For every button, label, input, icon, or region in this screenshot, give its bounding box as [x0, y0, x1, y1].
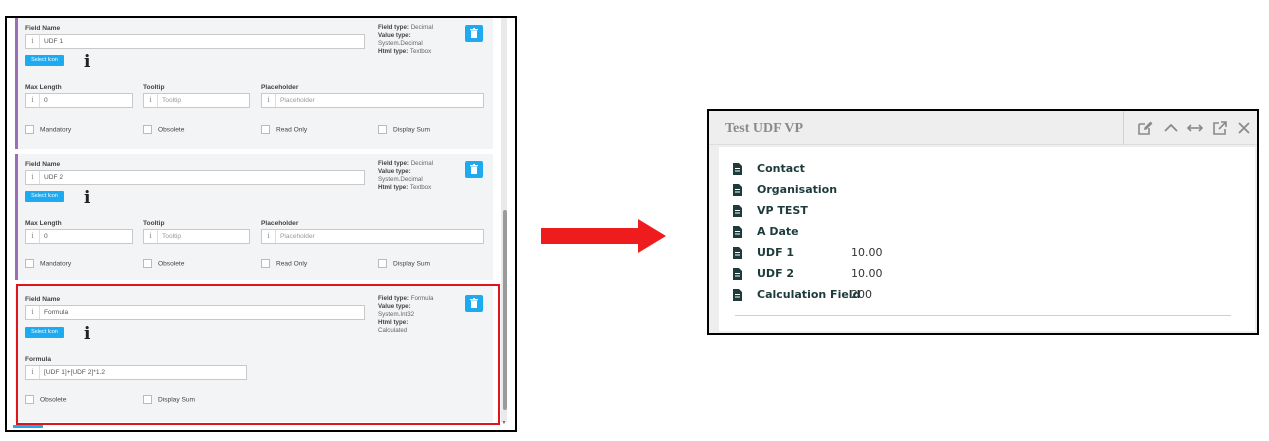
tooltip-label: Tooltip: [143, 84, 165, 91]
icon-preview-info-icon: i: [84, 188, 91, 208]
formula-label: Formula: [25, 356, 52, 363]
panel-toolbar: [1123, 111, 1257, 145]
delete-field-button[interactable]: [465, 295, 483, 312]
document-icon: [733, 289, 742, 301]
collapse-icon[interactable]: [1162, 119, 1180, 137]
field-card-udf-1: Field Name i UDF 1 Select Icon i Field ty…: [15, 18, 493, 149]
field-name-input[interactable]: i Formula: [25, 305, 365, 320]
formula-input[interactable]: i[UDF 1]+[UDF 2]*1.2: [25, 365, 247, 380]
document-icon: [733, 163, 742, 175]
detail-label: Organisation: [757, 183, 838, 196]
panel-body: Contact Organisation VP TEST A Date UDF …: [719, 147, 1255, 331]
field-name-value: UDF 1: [44, 38, 64, 45]
info-icon: i: [26, 94, 40, 107]
document-icon: [733, 247, 742, 259]
field-type-info: Field type: Formula Value type: System.I…: [378, 295, 434, 334]
info-icon: i: [26, 366, 40, 379]
formula-card-highlight: [16, 284, 500, 425]
icon-preview-info-icon: i: [84, 52, 91, 72]
select-icon-button[interactable]: Select Icon: [25, 191, 64, 202]
mandatory-checkbox[interactable]: Mandatory: [25, 255, 71, 269]
detail-value: 10.00: [851, 246, 883, 259]
field-name-label: Field Name: [25, 161, 61, 168]
field-type-info: Field type: Decimal Value type: System.D…: [378, 24, 434, 55]
field-name-value: Formula: [44, 309, 69, 316]
expand-horizontal-icon[interactable]: [1186, 119, 1204, 137]
scroll-down-icon[interactable]: ▼: [501, 420, 507, 426]
field-name-input[interactable]: i UDF 1: [25, 34, 365, 49]
right-arrow-icon: [541, 219, 666, 253]
mandatory-checkbox[interactable]: Mandatory: [25, 121, 71, 135]
info-icon: i: [26, 230, 40, 243]
scrollbar-thumb[interactable]: [503, 210, 507, 410]
info-icon: i: [144, 230, 158, 243]
tooltip-label: Tooltip: [143, 220, 165, 227]
obsolete-checkbox[interactable]: Obsolete: [25, 391, 66, 405]
obsolete-checkbox[interactable]: Obsolete: [143, 121, 184, 135]
detail-value: 200: [851, 288, 872, 301]
field-name-label: Field Name: [25, 296, 61, 303]
field-name-value: UDF 2: [44, 174, 64, 181]
popout-icon[interactable]: [1211, 119, 1229, 137]
document-icon: [733, 226, 742, 238]
info-icon: i: [26, 35, 40, 48]
display-sum-checkbox[interactable]: Display Sum: [378, 121, 430, 135]
read-only-checkbox[interactable]: Read Only: [261, 121, 307, 135]
edit-icon[interactable]: [1136, 119, 1154, 137]
field-editor-panel: Field Name i UDF 1 Select Icon i Field ty…: [5, 16, 517, 432]
icon-preview-info-icon: i: [84, 324, 91, 344]
max-length-label: Max Length: [25, 84, 62, 91]
display-sum-checkbox[interactable]: Display Sum: [143, 391, 195, 405]
info-icon: i: [262, 230, 276, 243]
horizontal-scroll-indicator: [13, 425, 43, 428]
detail-label: Contact: [757, 162, 805, 175]
detail-label: VP TEST: [757, 204, 808, 217]
placeholder-label: Placeholder: [261, 220, 299, 227]
trash-icon: [470, 164, 478, 174]
read-only-checkbox[interactable]: Read Only: [261, 255, 307, 269]
detail-value: 10.00: [851, 267, 883, 280]
info-icon: i: [26, 171, 40, 184]
field-card-udf-2: Field Name i UDF 2 Select Icon i Field ty…: [15, 154, 493, 280]
field-name-input[interactable]: i UDF 2: [25, 170, 365, 185]
select-icon-button[interactable]: Select Icon: [25, 327, 64, 338]
document-icon: [733, 268, 742, 280]
obsolete-checkbox[interactable]: Obsolete: [143, 255, 184, 269]
document-icon: [733, 184, 742, 196]
panel-title: Test UDF VP: [725, 121, 804, 136]
field-name-label: Field Name: [25, 25, 61, 32]
field-type-info: Field type: Decimal Value type: System.D…: [378, 160, 434, 191]
document-icon: [733, 205, 742, 217]
max-length-label: Max Length: [25, 220, 62, 227]
detail-label: UDF 2: [757, 267, 795, 280]
detail-label: UDF 1: [757, 246, 795, 259]
display-sum-checkbox[interactable]: Display Sum: [378, 255, 430, 269]
close-icon[interactable]: [1235, 119, 1253, 137]
detail-label: Calculation Field: [757, 288, 861, 301]
divider: [735, 315, 1231, 316]
detail-label: A Date: [757, 225, 799, 238]
select-icon-button[interactable]: Select Icon: [25, 55, 64, 66]
delete-field-button[interactable]: [465, 161, 483, 178]
view-panel: Test UDF VP Contact: [707, 109, 1259, 335]
panel-header: Test UDF VP: [709, 111, 1257, 145]
delete-field-button[interactable]: [465, 25, 483, 42]
info-icon: i: [26, 306, 40, 319]
info-icon: i: [144, 94, 158, 107]
info-icon: i: [262, 94, 276, 107]
trash-icon: [470, 298, 478, 308]
trash-icon: [470, 28, 478, 38]
placeholder-label: Placeholder: [261, 84, 299, 91]
